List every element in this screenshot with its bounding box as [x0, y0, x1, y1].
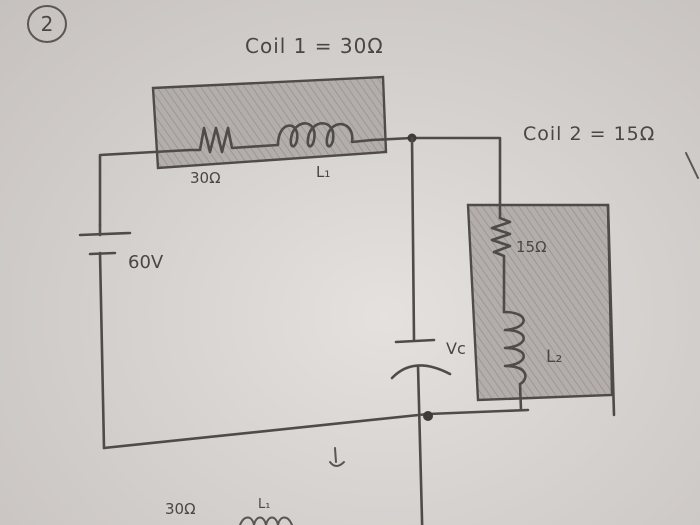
wire-top-right	[370, 136, 502, 220]
capacitor-label: Vc	[446, 339, 466, 358]
coil1-box	[151, 75, 388, 170]
coil1-title: Coil 1 = 30Ω	[245, 34, 384, 58]
bottom-junction-node	[423, 411, 433, 421]
wire-bottom-return	[102, 408, 530, 450]
wire-source-bottom	[98, 251, 106, 450]
coil2-title: Coil 2 = 15Ω	[523, 123, 655, 145]
wire-source-top	[98, 148, 192, 227]
coil2-inductor-label: L₂	[546, 347, 562, 367]
coil2-resistor-label: 15Ω	[516, 238, 547, 256]
coil1-resistor	[188, 126, 264, 154]
coil1-inductor	[260, 122, 374, 148]
bottom-sketch-resistor-label: 30Ω	[165, 500, 196, 518]
capacitor-plate-bottom	[390, 364, 452, 380]
stray-arrow-mark	[329, 447, 345, 467]
wire-capacitor-bottom	[416, 364, 424, 525]
bottom-sketch-inductor	[239, 516, 293, 525]
coil2-inductor	[502, 310, 527, 412]
coil2-resistor	[490, 216, 512, 314]
problem-number: 2	[41, 12, 54, 36]
wire-capacitor-top	[410, 136, 416, 342]
battery-plate-long	[78, 231, 132, 237]
capacitor-plate-top	[394, 338, 436, 344]
bottom-sketch-inductor-label: L₁	[258, 497, 270, 512]
problem-number-badge: 2	[27, 5, 67, 43]
battery-plate-short	[88, 251, 117, 256]
coil1-resistor-label: 30Ω	[190, 169, 221, 187]
source-voltage-label: 60V	[128, 252, 164, 273]
coil2-box	[466, 203, 614, 402]
stray-pencil-mark	[685, 152, 699, 179]
coil1-inductor-label: L₁	[316, 163, 330, 181]
